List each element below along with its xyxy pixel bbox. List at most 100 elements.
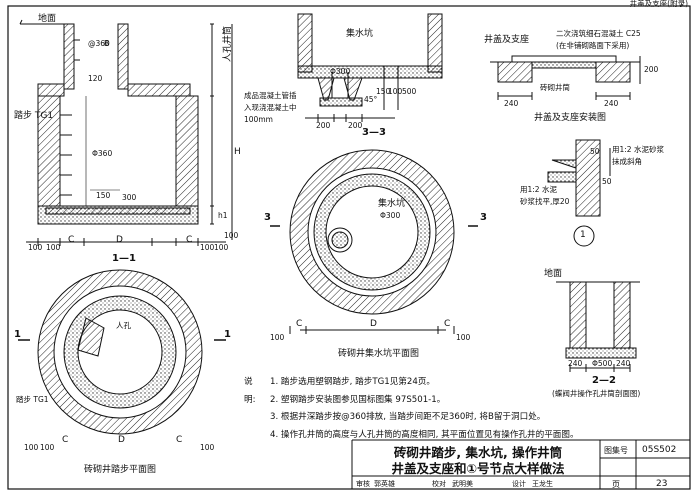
dim-200a: 200	[316, 121, 331, 130]
dim-phi360: Φ360	[92, 149, 113, 158]
header-top-right: 井盖及支座(附录)	[629, 0, 688, 8]
dim-200b: 200	[348, 121, 363, 130]
dim-c5: C	[62, 435, 69, 445]
dim-100d: 100	[214, 243, 229, 252]
dim-c1: C	[68, 235, 75, 245]
atlas-label: 图集号	[604, 446, 628, 455]
dim-240d: 240	[616, 359, 631, 368]
dim-100c: 100	[200, 243, 215, 252]
dim-h: H	[234, 147, 241, 157]
dim-50b: 50	[602, 177, 612, 186]
dim-100j: 100	[40, 443, 55, 452]
section-marker-1-right: 1	[224, 329, 231, 340]
review-label: 审核	[356, 480, 370, 488]
circle-node-1: 1	[580, 230, 586, 240]
page-no: 23	[656, 479, 668, 489]
label-manhole-plan: 人孔	[116, 321, 131, 330]
caption-cover-install: 井盖及支座安装图	[534, 113, 607, 123]
atlas-no: 05S502	[642, 445, 677, 455]
pipe-note-1: 成品混凝土管插	[244, 91, 297, 100]
dim-150b: 150	[376, 87, 391, 96]
dim-c6: C	[176, 435, 183, 445]
secondary-concrete-1: 二次浇筑细石混凝土 C25	[556, 29, 641, 38]
caption-sump-plan: 砖砌井集水坑平面图	[338, 349, 420, 359]
section-3-3: 3—3	[362, 127, 386, 138]
sump-section-3-3	[297, 13, 443, 122]
dim-50a: 50	[590, 147, 600, 156]
dim-300: 300	[122, 193, 137, 202]
dim-b: B	[104, 39, 110, 48]
pipe-note-2: 入现浇混凝土中	[244, 103, 297, 112]
dim-240a: 240	[504, 99, 519, 108]
dim-phi500: Φ500	[592, 359, 613, 368]
dim-360-top: @360	[88, 39, 110, 48]
well-section-elevation	[19, 19, 233, 246]
label-manhole: 人孔井筒	[223, 25, 233, 62]
label-cover-support: 井盖及支座	[484, 35, 530, 45]
dim-100i: 100	[24, 443, 39, 452]
label-step-tg1-b: 踏步 TG1	[16, 395, 49, 404]
dim-c4: C	[444, 319, 451, 329]
pipe-note-3: 100mm	[244, 115, 273, 124]
sump-plan-view	[270, 149, 478, 334]
dim-c2: C	[186, 235, 193, 245]
dim-120: 120	[88, 74, 103, 83]
dim-100g: 100	[270, 333, 285, 342]
dim-200c: 200	[644, 65, 659, 74]
section-2-2: 2—2	[592, 375, 616, 386]
node-1-detail	[547, 139, 611, 247]
mortar-1: 用1:2 水泥砂浆	[612, 145, 664, 154]
note-4: 4. 操作孔井筒的高度与人孔井筒的高度相同, 其平面位置见有操作孔井的平面图。	[270, 429, 579, 440]
title-block-lines	[351, 439, 690, 489]
valve-shaft-section	[556, 281, 640, 372]
dim-h1: h1	[218, 211, 228, 220]
dim-240c: 240	[568, 359, 583, 368]
check-label: 校对	[432, 480, 446, 488]
note-3: 3. 根据井深踏步按@360排放, 当踏步间距不足360时, 将B留于洞口处。	[270, 412, 546, 422]
step-plan-view	[18, 269, 226, 435]
dim-d3: D	[118, 435, 125, 445]
section-marker-1-left: 1	[14, 329, 21, 340]
cover-support-detail	[490, 55, 641, 100]
label-step-tg1: 踏步 TG1	[14, 111, 54, 121]
note-1: 1. 踏步选用塑钢踏步, 踏步TG1见第24页。	[270, 377, 436, 387]
reviewer: 郭英雄	[374, 480, 395, 488]
dim-45: 45°	[364, 95, 378, 104]
designer: 王龙生	[532, 480, 553, 488]
dim-d2: D	[370, 319, 377, 329]
notes-title: 说明:	[244, 377, 256, 405]
note-2: 2. 塑钢踏步安装图参见国标图集 97S501-1。	[270, 394, 446, 405]
label-ground-1: 地面	[38, 14, 57, 24]
caption-valve-section: (蝶阀井操作孔井筒剖面图)	[552, 389, 641, 398]
dim-240b: 240	[604, 99, 619, 108]
title-line-2: 井盖及支座和①号节点大样做法	[391, 461, 565, 476]
mortar-3: 用1:2 水泥	[520, 185, 557, 194]
dim-100b: 100	[46, 243, 61, 252]
label-sump-3: 集水坑	[378, 199, 406, 209]
dim-c3: C	[296, 319, 303, 329]
section-marker-3-right: 3	[480, 212, 487, 223]
dim-500: 500	[402, 87, 417, 96]
checker: 武明美	[452, 480, 473, 488]
dim-phi300: Φ300	[330, 67, 351, 76]
page-label: 页	[612, 480, 620, 489]
caption-step-plan: 砖砌井踏步平面图	[84, 465, 157, 475]
dim-100f: 100	[388, 87, 403, 96]
label-sump: 集水坑	[346, 29, 374, 39]
secondary-concrete-2: (在非铺砌路面下采用)	[556, 41, 630, 50]
mortar-2: 抹成斜角	[612, 157, 642, 166]
label-brick-well: 砖砌井筒	[540, 83, 570, 92]
dim-100e: 100	[224, 231, 239, 240]
dim-100a: 100	[28, 243, 43, 252]
mortar-4: 砂浆找平,厚20	[520, 197, 570, 206]
title-line-1: 砖砌井踏步, 集水坑, 操作井筒	[393, 445, 563, 460]
dim-phi300c: Φ300	[380, 211, 401, 220]
dim-100h: 100	[456, 333, 471, 342]
design-label: 设计	[512, 480, 526, 488]
section-marker-3-left: 3	[264, 212, 271, 223]
label-ground-2: 地面	[544, 269, 563, 279]
dim-d1: D	[116, 235, 123, 245]
section-1-1: 1—1	[112, 253, 136, 264]
